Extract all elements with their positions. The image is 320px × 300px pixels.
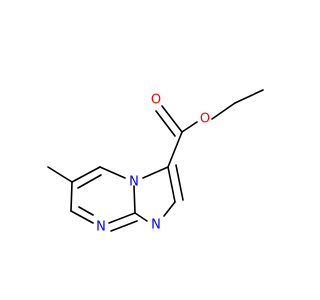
bond-ccarbonyl-ocarbonyl-double <box>155 110 176 137</box>
bond-ccarbonyl-ocarbonyl <box>161 105 183 133</box>
bond-c6-methyl <box>47 166 73 183</box>
bond-ch3-ch2 <box>234 89 264 104</box>
atom-o-carbonyl: O <box>151 93 161 108</box>
bond-c2-n1 <box>163 201 176 217</box>
bond-c3-c2-double <box>175 164 184 201</box>
atom-n-imidazole: N <box>151 218 161 233</box>
bond-oester-ccarbonyl <box>181 121 198 133</box>
bond-n8-c8a <box>108 212 136 224</box>
bond-n4-c5 <box>99 166 126 179</box>
bond-c7-n8-double <box>78 206 94 216</box>
bond-c8a-n4 <box>133 185 136 214</box>
bond-ch2-oester <box>211 102 236 120</box>
bond-ccarbonyl-c3 <box>167 131 183 168</box>
molecule-drawing: N N N O O <box>47 89 264 235</box>
bond-c5-c6 <box>71 166 101 183</box>
bond-n1-c8a <box>134 212 148 222</box>
atom-n-pyrimidine: N <box>96 220 106 235</box>
bond-c6-c7 <box>70 181 73 212</box>
bond-c5-c6-double <box>77 174 102 189</box>
bond-n4-c3 <box>142 166 169 179</box>
bond-c7-n8 <box>70 210 94 224</box>
bond-c3-c2 <box>167 166 176 203</box>
bond-n8-c8a-double <box>110 220 138 232</box>
atom-n-bridge: N <box>129 175 139 190</box>
structure-canvas: N N N O O <box>47 89 264 235</box>
atom-o-ester: O <box>200 112 210 127</box>
